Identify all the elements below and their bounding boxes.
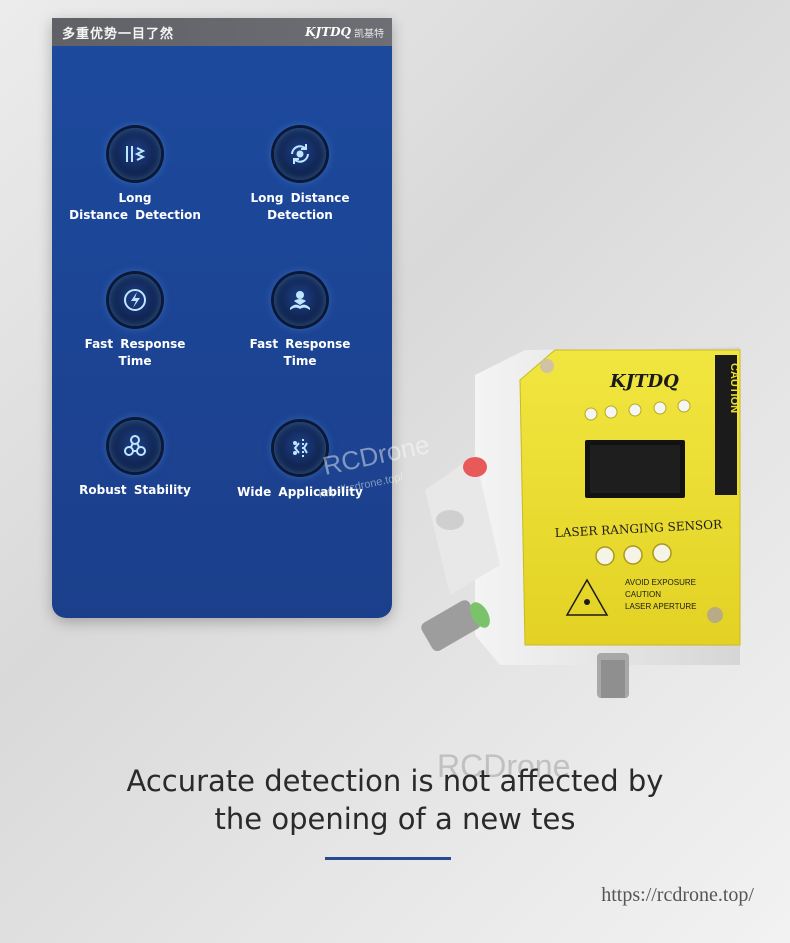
user-book-icon: [274, 274, 326, 326]
panel-header: 多重优势一目了然 KJTDQ 凯基特: [52, 18, 392, 46]
divider-line: [325, 857, 451, 860]
svg-text:AVOID EXPOSURE: AVOID EXPOSURE: [625, 578, 696, 587]
headline: Accurate detection is not affected by th…: [0, 762, 790, 838]
feature-label-line: Wide Applicability: [237, 485, 363, 499]
feature-label-line: Long Distance: [250, 191, 350, 205]
feature-label: Fast Response Time: [230, 336, 370, 370]
device-brand: KJTDQ: [609, 371, 679, 392]
feature-label-line: Distance Detection: [69, 208, 201, 222]
side-connector: [421, 600, 490, 652]
feature-label-line: Detection: [267, 208, 333, 222]
svg-text:CAUTION: CAUTION: [625, 590, 661, 599]
headline-line: the opening of a new tes: [214, 802, 576, 836]
feature-label-line: Time: [283, 354, 317, 368]
feature-label-line: Time: [118, 354, 152, 368]
feature-item: Wide Applicability: [230, 422, 370, 501]
header-brand: KJTDQ 凯基特: [305, 25, 384, 40]
feature-label-line: Long: [118, 191, 152, 205]
svg-text:LASER APERTURE: LASER APERTURE: [625, 602, 696, 611]
feature-label-line: Robust Stability: [79, 483, 191, 497]
brand-logo: KJTDQ: [305, 25, 351, 39]
parallel-lines-icon: [109, 128, 161, 180]
watermark-text-main: RCDrone: [437, 748, 571, 784]
site-url-link[interactable]: https://rcdrone.top/: [601, 884, 754, 906]
scan-beam-icon: [274, 422, 326, 474]
molecule-icon: [109, 420, 161, 472]
feature-label: Wide Applicability: [230, 484, 370, 501]
feature-item: Fast Response Time: [65, 274, 205, 370]
feature-label: Robust Stability: [65, 482, 205, 499]
brand-name-cn: 凯基特: [354, 28, 384, 40]
lightning-icon: [109, 274, 161, 326]
headline-line: Accurate detection is not affected by: [126, 764, 664, 798]
caution-title: CAUTION: [728, 363, 740, 413]
laser-sensor-device: KJTDQ CAUTION LASER RANGING SENSOR AVOID…: [405, 335, 775, 715]
feature-label-line: Fast Response: [249, 337, 351, 351]
feature-item: Long Distance Detection: [65, 128, 205, 224]
feature-label: Fast Response Time: [65, 336, 205, 370]
sensor-illustration: KJTDQ CAUTION LASER RANGING SENSOR AVOID…: [421, 347, 741, 698]
panel-header-title: 多重优势一目了然: [62, 26, 175, 42]
feature-label: Long Distance Detection: [230, 190, 370, 224]
feature-item: Fast Response Time: [230, 274, 370, 370]
features-panel: 多重优势一目了然 KJTDQ 凯基特 Long Distance Detecti…: [52, 18, 392, 618]
feature-item: Robust Stability: [65, 420, 205, 499]
feature-label-line: Fast Response: [84, 337, 186, 351]
rotate-arrows-icon: [274, 128, 326, 180]
feature-item: Long Distance Detection: [230, 128, 370, 224]
feature-label: Long Distance Detection: [65, 190, 205, 224]
